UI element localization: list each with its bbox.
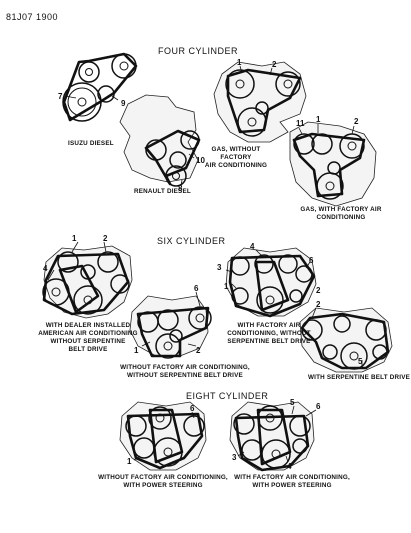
callout-2: 2 <box>196 346 201 355</box>
figure-code: 81J07 1900 <box>6 12 59 22</box>
six-cylinder-heading: SIX CYLINDER <box>157 236 226 246</box>
callout-7: 7 <box>58 92 63 101</box>
six-no-ac-belt-diagram <box>129 291 212 359</box>
six-no-ac-caption: WITHOUT FACTORY AIR CONDITIONING,WITHOUT… <box>120 364 250 379</box>
callout-2: 2 <box>354 117 359 126</box>
callout-6: 6 <box>190 404 195 413</box>
callout-3: 3 <box>232 453 237 462</box>
six-dealer-ac-belt-diagram <box>42 241 133 319</box>
callout-5: 5 <box>358 357 363 366</box>
eight-ac-belt-diagram <box>229 401 317 472</box>
callout-2: 2 <box>103 234 108 243</box>
isuzu-diesel-belt-diagram <box>62 52 138 122</box>
six-serpentine-caption: WITH SERPENTINE BELT DRIVE <box>308 374 410 381</box>
callout-1: 1 <box>237 58 242 67</box>
callout-6: 6 <box>194 284 199 293</box>
callout-1: 1 <box>224 282 229 291</box>
four-cylinder-heading: FOUR CYLINDER <box>158 46 239 56</box>
isuzu-diesel-caption: ISUZU DIESEL <box>68 140 114 147</box>
eight-no-ac-caption: WITHOUT FACTORY AIR CONDITIONING,WITH PO… <box>98 474 228 489</box>
callout-2: 2 <box>272 60 277 69</box>
callout-2: 2 <box>316 286 321 295</box>
callout-4: 4 <box>43 264 48 273</box>
callout-1: 1 <box>316 115 321 124</box>
callout-6: 6 <box>309 256 314 265</box>
eight-cylinder-heading: EIGHT CYLINDER <box>186 391 269 401</box>
callout-8: 8 <box>178 184 183 193</box>
callout-4: 4 <box>250 242 255 251</box>
six-factory-ac-belt-diagram <box>225 247 317 318</box>
callout-2: 2 <box>316 300 321 309</box>
renault-diesel-belt-diagram <box>119 94 201 187</box>
eight-ac-caption: WITH FACTORY AIR CONDITIONING,WITH POWER… <box>234 474 350 489</box>
callout-4: 4 <box>287 462 292 471</box>
callout-1: 1 <box>134 346 139 355</box>
callout-9: 9 <box>121 99 126 108</box>
callout-1: 1 <box>72 234 77 243</box>
eight-no-ac-belt-diagram <box>119 401 207 471</box>
callout-11: 11 <box>296 119 305 128</box>
callout-5: 5 <box>290 398 295 407</box>
six-serpentine-belt-diagram <box>299 307 393 373</box>
renault-diesel-caption: RENAULT DIESEL <box>134 188 191 195</box>
callout-10: 10 <box>196 156 205 165</box>
gas-ac-belt-diagram <box>289 121 377 207</box>
callout-1: 1 <box>127 457 132 466</box>
callout-3: 3 <box>217 263 222 272</box>
gas-no-ac-belt-diagram <box>213 61 307 143</box>
callout-6: 6 <box>316 402 321 411</box>
